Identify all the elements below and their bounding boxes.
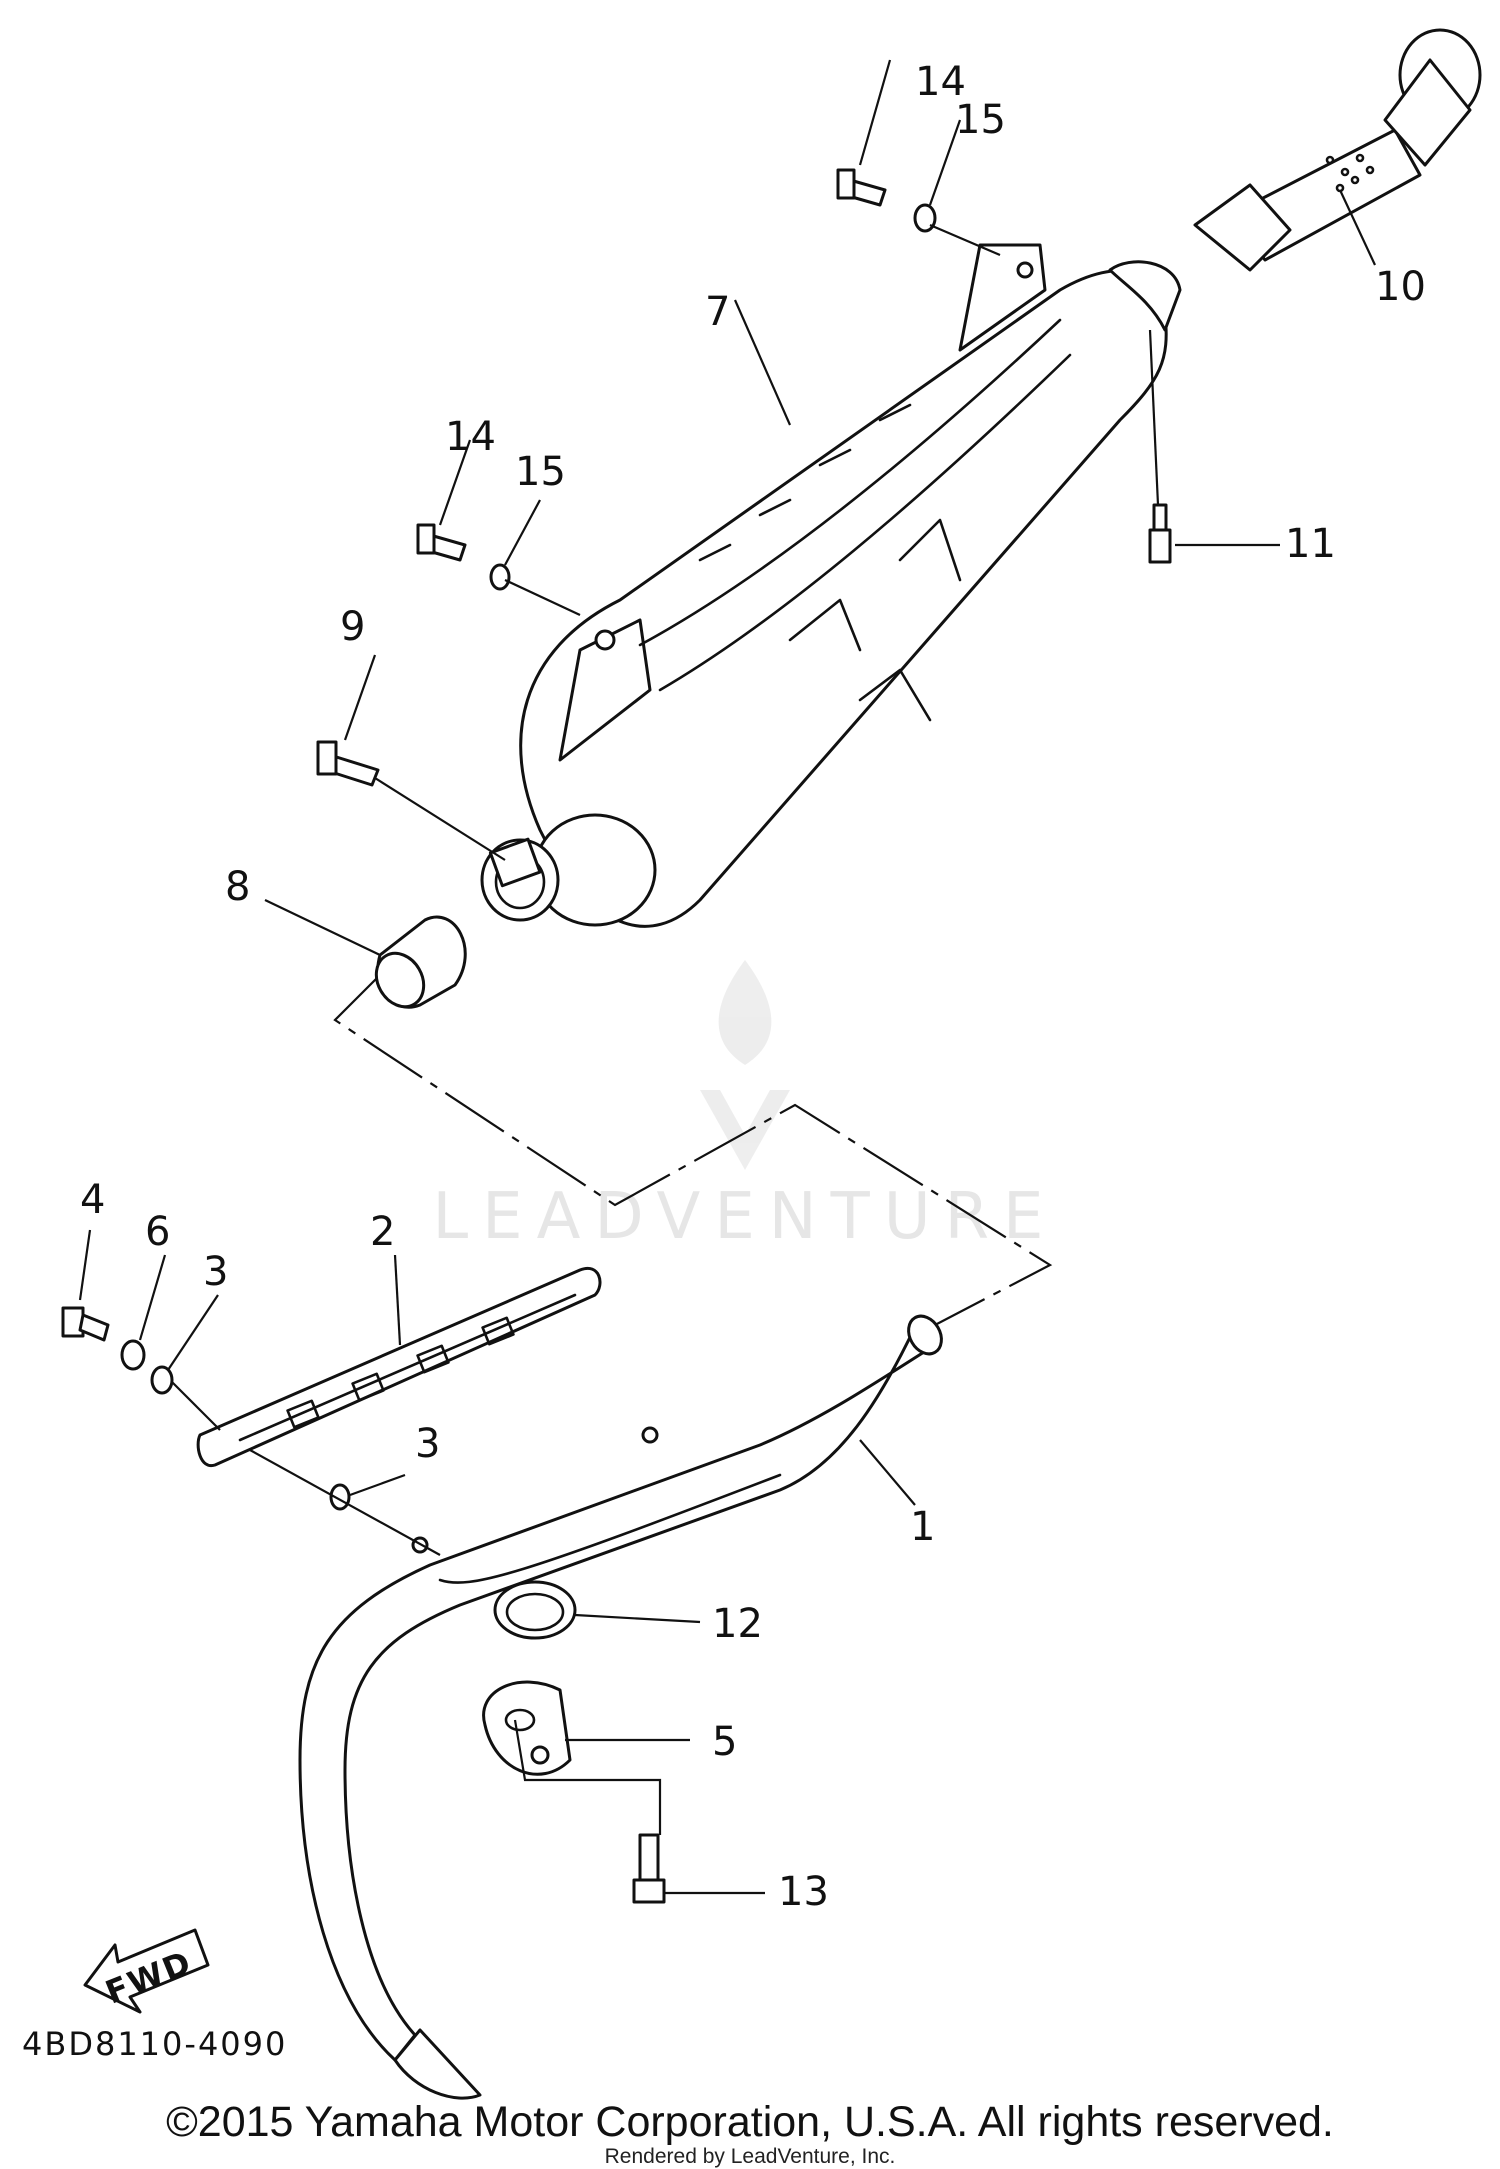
sleeve-gasket [374,915,467,1009]
bolt-11 [1148,503,1172,564]
spark-arrestor-tail [1193,28,1482,272]
copyright-notice: ©2015 Yamaha Motor Corporation, U.S.A. A… [166,2098,1334,2146]
callout-5: 5 [712,1719,737,1765]
callout-15a: 15 [955,97,1006,143]
callout-6: 6 [145,1209,170,1255]
washer-6 [120,1339,146,1371]
bolt-13 [632,1833,666,1904]
washer-15b [489,563,511,591]
washer-15a [913,203,937,233]
watermark-text: LEADVENTURE [433,1180,1058,1254]
leader-lines [78,59,1376,1895]
callout-15b: 15 [515,449,566,495]
fwd-arrow-icon [83,1928,210,2014]
callout-8: 8 [225,864,250,910]
callout-2: 2 [370,1209,395,1255]
callout-12: 12 [712,1601,763,1647]
bolt-14b [416,523,467,562]
exhaust-pipe [298,1314,943,2100]
callout-4: 4 [80,1177,105,1223]
heat-protector [196,1266,602,1468]
bolt-9 [316,740,380,787]
bolt-4 [61,1306,110,1342]
callout-7: 7 [705,289,730,335]
callout-11: 11 [1285,521,1336,567]
callout-1: 1 [910,1504,935,1550]
washer-3a [150,1365,174,1395]
callout-3a: 3 [203,1249,228,1295]
assembly-dash-line [333,974,1053,1326]
gasket-12 [493,1580,577,1640]
callout-3b: 3 [415,1421,440,1467]
callout-14a: 14 [915,59,966,105]
rendered-by-note: Rendered by LeadVenture, Inc. [604,2145,896,2168]
bolt-14a [836,168,887,207]
callout-9: 9 [340,604,365,650]
watermark-logo [700,960,790,1170]
callout-14b: 14 [445,414,496,460]
diagram-code: 4BD8110-4090 [22,2025,287,2063]
flange-5 [482,1680,572,1776]
muffler [480,243,1182,928]
callout-10: 10 [1375,264,1426,310]
callout-13: 13 [778,1869,829,1915]
